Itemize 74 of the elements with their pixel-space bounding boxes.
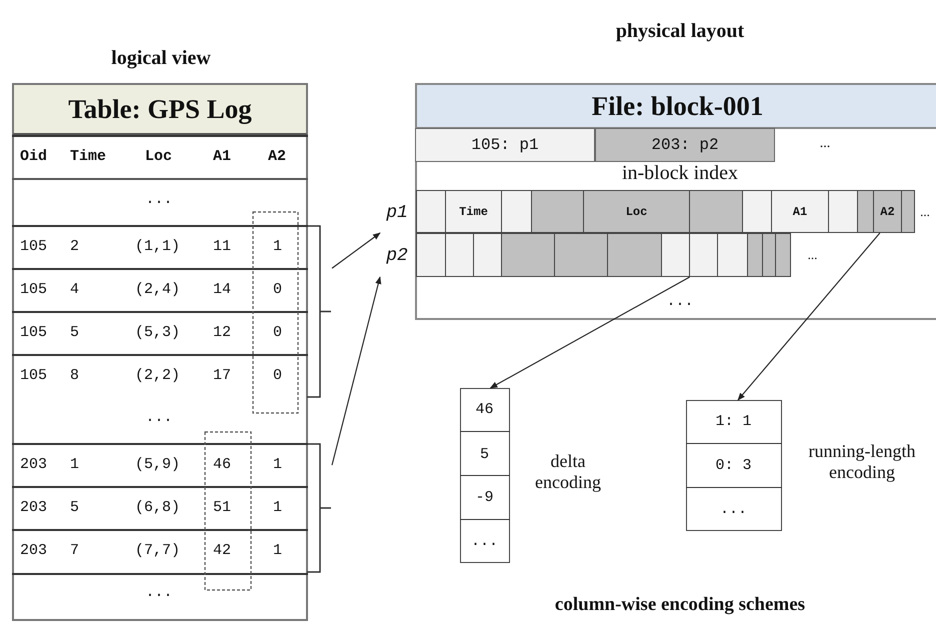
encoded-value: -9 — [460, 475, 510, 520]
arrow — [332, 232, 381, 269]
encoded-value: 1: 1 — [714, 412, 752, 432]
cell-value: 203 — [20, 499, 48, 516]
column-header: Time — [70, 148, 106, 165]
cell-value: 12 — [213, 324, 232, 341]
cell-value: 0 — [273, 367, 282, 384]
cell-value: 1 — [273, 456, 282, 473]
column-header: Oid — [20, 148, 48, 165]
encoded-value: 5 — [460, 431, 510, 476]
column-segment: Time — [445, 190, 502, 233]
column-header: A1 — [213, 148, 232, 165]
row-label: p1 — [385, 202, 409, 224]
cell-value: 5 — [70, 324, 80, 341]
pointer-entry: 105: p1 — [415, 128, 595, 162]
cell-value: 2 — [70, 238, 80, 255]
cell-value: 203 — [20, 542, 48, 559]
ellipsis: ... — [818, 135, 832, 153]
cell-value: 51 — [213, 499, 232, 516]
index-heading: in-block index — [620, 160, 740, 186]
column-header: Loc — [145, 148, 172, 165]
cell-value: 5 — [70, 499, 80, 516]
column-segment: A2 — [873, 190, 902, 233]
cell-value: 7 — [70, 542, 80, 559]
table-title: Table: GPS Log — [12, 83, 308, 135]
cell-value: 14 — [213, 281, 232, 298]
scheme-label: running-length encoding — [808, 440, 916, 484]
cell-value: 11 — [213, 238, 232, 255]
cell-value: 105 — [20, 367, 48, 384]
arrow — [490, 276, 690, 388]
cell-value: 42 — [213, 542, 232, 559]
cell-value: (6,8) — [135, 499, 180, 516]
ellipsis: ... — [919, 202, 931, 220]
ellipsis: ... — [144, 582, 174, 602]
cell-value: 0 — [273, 281, 282, 298]
cell-value: 8 — [70, 367, 80, 384]
column-segment: Loc — [583, 190, 690, 233]
encoded-value: ... — [460, 518, 510, 564]
cell-value: 1 — [273, 499, 282, 516]
arrow — [738, 232, 880, 401]
cell-value: (5,9) — [135, 456, 180, 473]
cell-value: (2,4) — [135, 281, 180, 298]
ellipsis: ... — [144, 408, 174, 428]
encoded-value: ... — [686, 486, 782, 532]
cell-value: 4 — [70, 281, 80, 298]
caption: column-wise encoding schemes — [554, 593, 806, 617]
cell-value: 1 — [70, 456, 80, 473]
cell-value: (5,3) — [135, 324, 180, 341]
encoded-value: 0: 3 — [686, 443, 782, 488]
cell-value: 0 — [273, 324, 282, 341]
cell-value: 203 — [20, 456, 48, 473]
row-label: p2 — [385, 245, 409, 268]
cell-value: 1 — [273, 542, 282, 559]
ellipsis: ... — [665, 292, 694, 312]
cell-value: 1 — [273, 238, 282, 255]
section-heading: physical layout — [614, 18, 746, 44]
file-title: File: block-001 — [415, 83, 936, 129]
ellipsis: ... — [806, 246, 818, 264]
cell-value: 105 — [20, 281, 48, 298]
encoded-value: 46 — [474, 400, 494, 420]
cell-value: 105 — [20, 238, 48, 255]
cell-value: (1,1) — [135, 238, 180, 255]
pointer-entry: 203: p2 — [595, 128, 775, 162]
ellipsis: ... — [144, 190, 174, 210]
column-header: A2 — [268, 148, 286, 165]
cell-value: 46 — [213, 456, 232, 473]
section-heading: logical view — [110, 46, 212, 70]
column-segment: A1 — [771, 190, 829, 233]
cell-value: (2,2) — [135, 367, 180, 384]
arrow — [331, 276, 382, 466]
scheme-label: delta encoding — [534, 450, 602, 494]
cell-value: 105 — [20, 324, 48, 341]
cell-value: 17 — [213, 367, 232, 384]
cell-value: (7,7) — [135, 542, 180, 559]
